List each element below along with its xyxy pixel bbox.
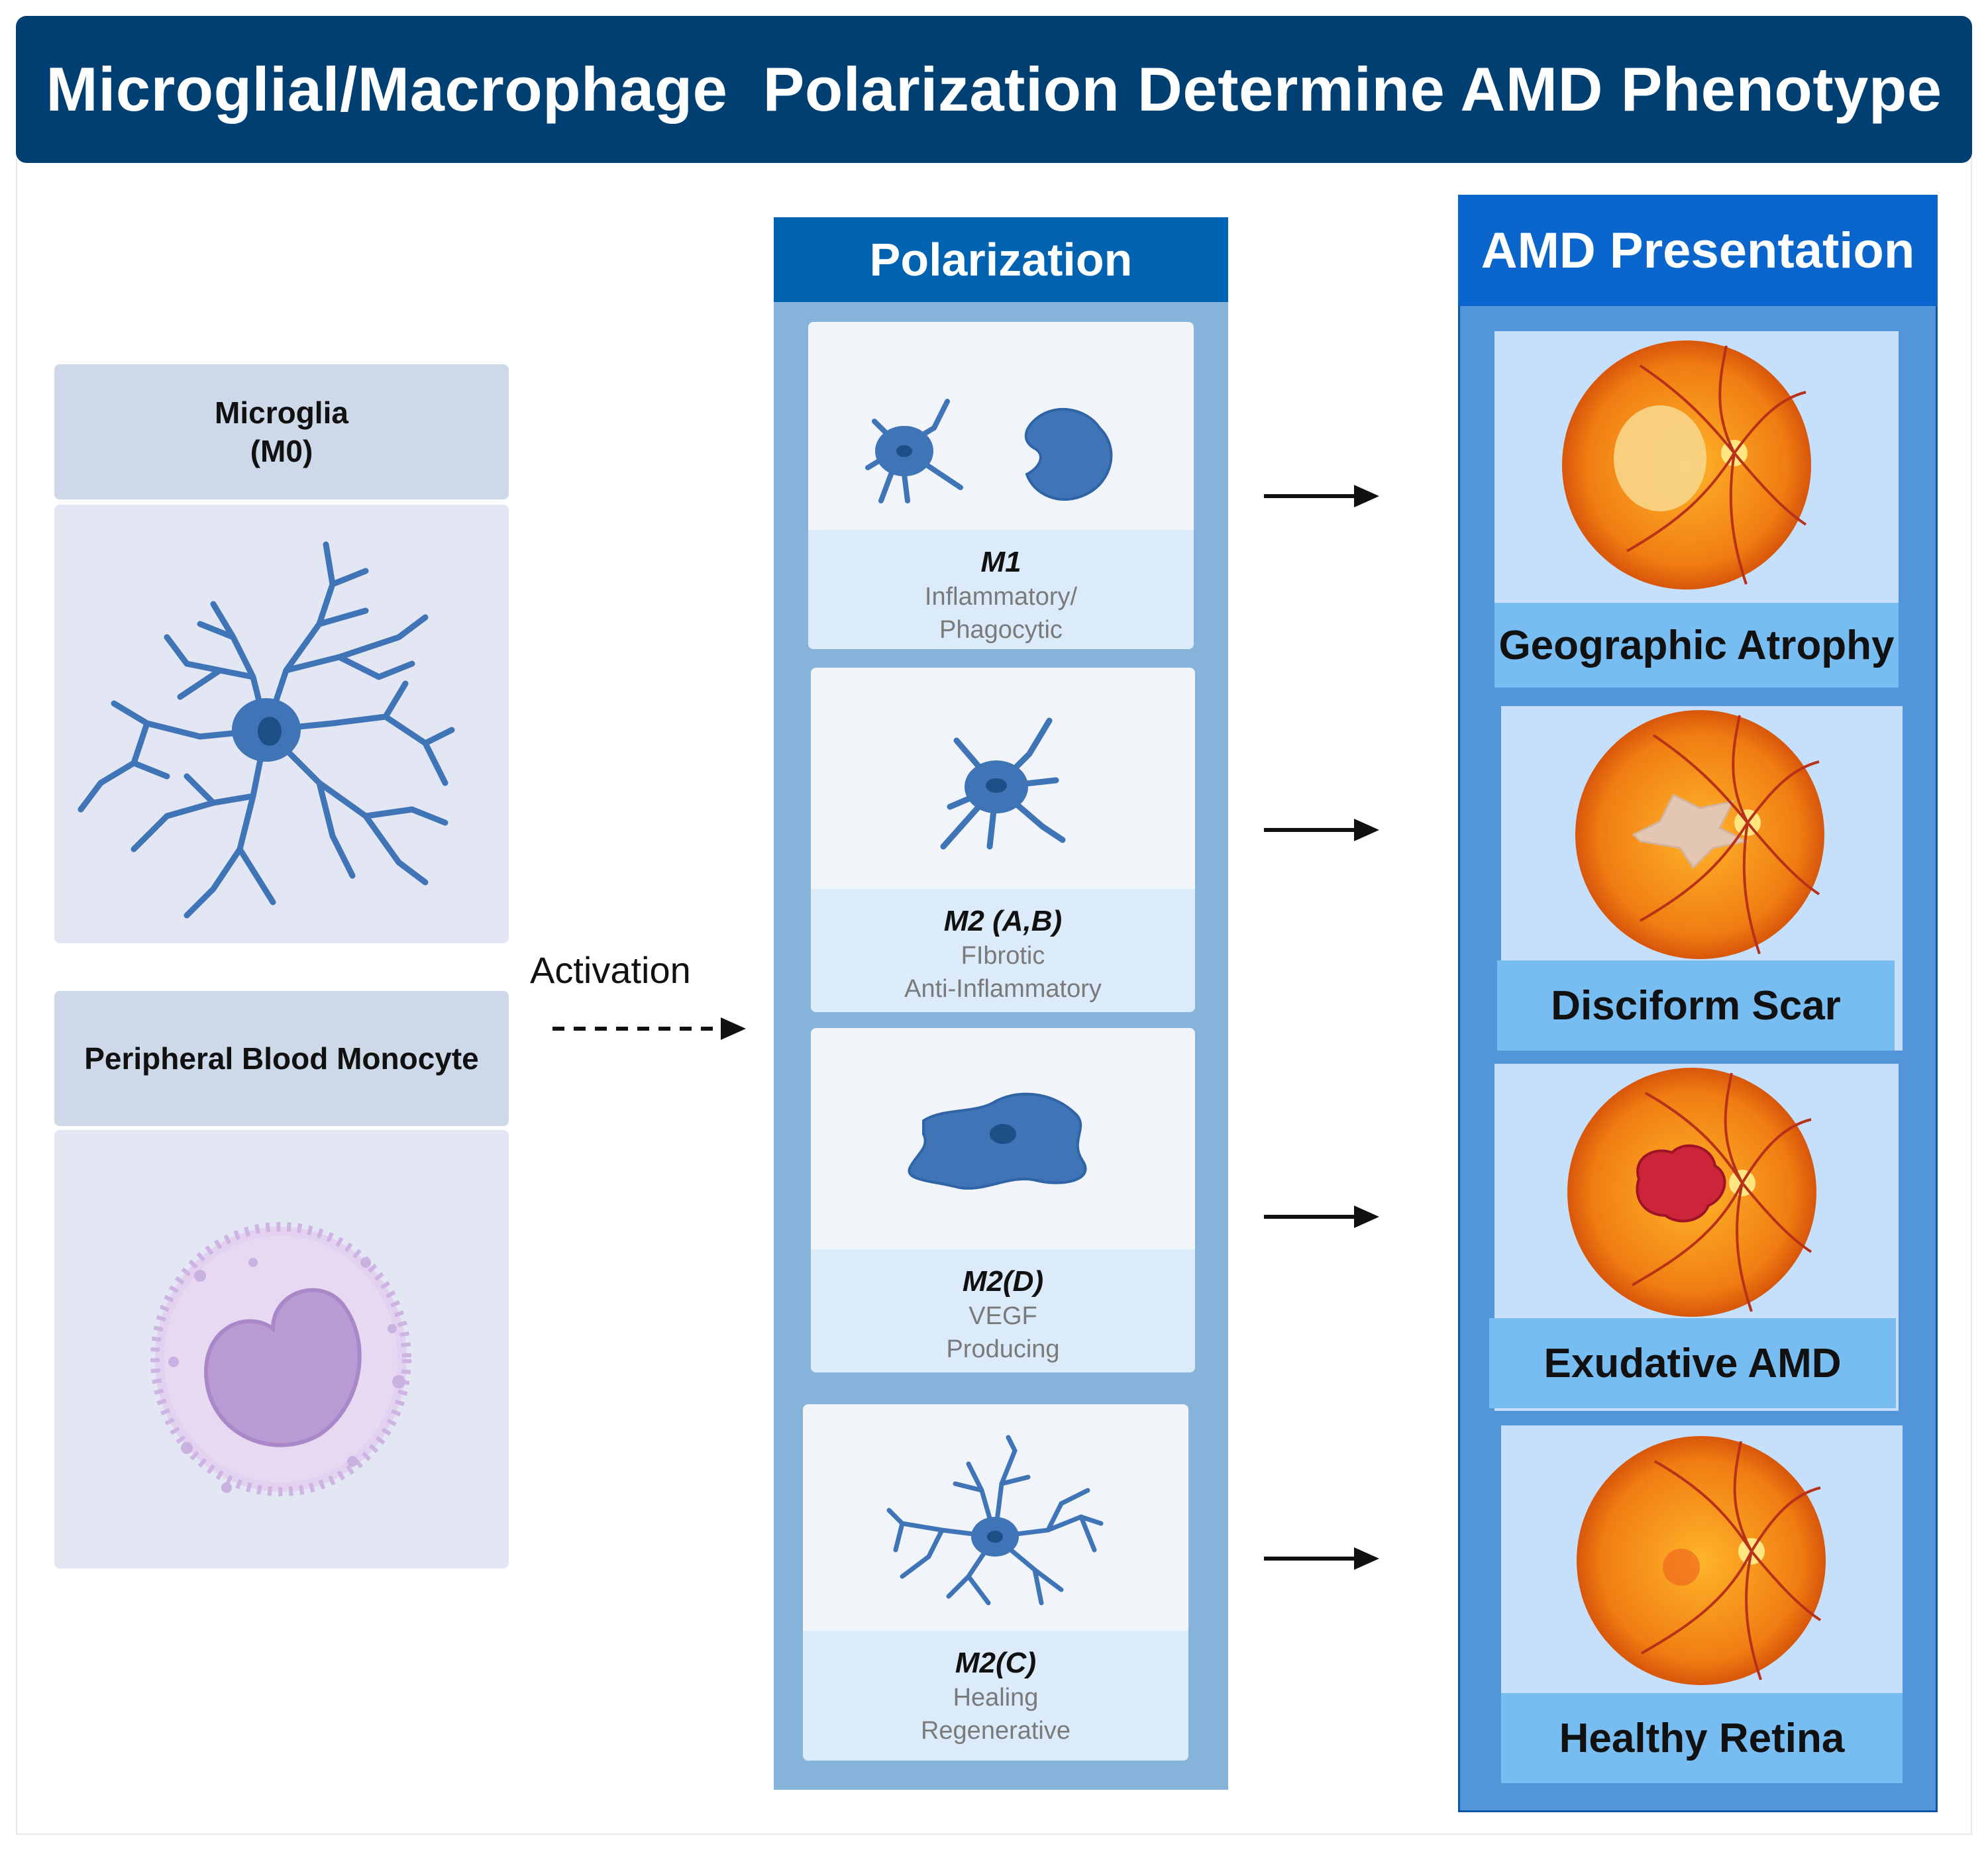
m2ab-desc-line2: Anti-Inflammatory <box>904 975 1102 1003</box>
figure-frame <box>16 99 1972 1835</box>
arrow-m2d-to-exudative-icon <box>1264 1206 1379 1228</box>
microglia-header: Microglia (M0) <box>54 364 509 499</box>
m2ab-desc-line1: FIbrotic <box>961 942 1045 970</box>
m1-name: M1 <box>980 546 1021 578</box>
monocyte-header: Peripheral Blood Monocyte <box>54 991 509 1126</box>
m2d-label: M2(D) VEGF Producing <box>811 1249 1195 1372</box>
retina-healthy-icon <box>1577 1436 1826 1685</box>
microglia-panel <box>54 505 509 943</box>
amd-card-geographic-atrophy: Geographic Atrophy <box>1494 331 1899 688</box>
m2c-cell-icon <box>886 1435 1104 1606</box>
title-bar: Microglial/Macrophage Polarization Deter… <box>16 16 1972 163</box>
polarization-card-m2c: M2(C) Healing Regenerative <box>803 1404 1188 1761</box>
m2d-desc-line1: VEGF <box>968 1302 1037 1330</box>
amd-card-healthy-retina: Healthy Retina <box>1501 1425 1903 1783</box>
amd-label-disciform-scar: Disciform Scar <box>1497 960 1895 1051</box>
m2ab-cell-icon <box>940 717 1066 850</box>
activation-label: Activation <box>530 949 691 991</box>
retina-exudative-amd-icon <box>1567 1068 1816 1317</box>
polarization-card-m2ab: M2 (A,B) FIbrotic Anti-Inflammatory <box>811 668 1195 1012</box>
microglia-cell-icon <box>78 541 455 919</box>
amd-label-healthy-retina: Healthy Retina <box>1501 1693 1903 1783</box>
m1-cells-icon <box>865 399 1113 503</box>
arrow-m2c-to-healthy-icon <box>1264 1547 1379 1570</box>
amd-label-geographic-atrophy: Geographic Atrophy <box>1494 603 1899 688</box>
polarization-card-m2d: M2(D) VEGF Producing <box>811 1028 1195 1372</box>
figure-title: Microglial/Macrophage Polarization Deter… <box>46 54 1942 124</box>
polarization-card-m1: M1 Inflammatory/ Phagocytic <box>808 322 1194 649</box>
m1-desc-line2: Phagocytic <box>939 616 1063 644</box>
retina-geographic-atrophy-icon <box>1562 340 1811 590</box>
arrow-m2ab-to-scar-icon <box>1264 819 1379 841</box>
m2d-cell-icon <box>908 1092 1087 1190</box>
m2d-name: M2(D) <box>962 1265 1044 1298</box>
m1-label: M1 Inflammatory/ Phagocytic <box>808 530 1194 649</box>
arrow-m1-to-ga-icon <box>1264 485 1379 507</box>
amd-header: AMD Presentation <box>1458 195 1938 306</box>
retina-disciform-scar-icon <box>1575 710 1824 959</box>
m2c-name: M2(C) <box>955 1647 1037 1679</box>
m2ab-name: M2 (A,B) <box>943 905 1063 937</box>
m2c-desc-line2: Regenerative <box>920 1717 1071 1745</box>
monocyte-panel <box>54 1130 509 1569</box>
amd-label-exudative-amd: Exudative AMD <box>1489 1318 1896 1408</box>
amd-card-disciform-scar: Disciform Scar <box>1497 706 1903 1051</box>
polarization-header: Polarization <box>774 217 1228 302</box>
amd-card-exudative-amd: Exudative AMD <box>1489 1064 1899 1411</box>
m2c-desc-line1: Healing <box>953 1684 1039 1712</box>
monocyte-cell-icon <box>150 1222 411 1496</box>
m2ab-label: M2 (A,B) FIbrotic Anti-Inflammatory <box>811 889 1195 1012</box>
m1-desc-line1: Inflammatory/ <box>924 583 1078 611</box>
m2c-label: M2(C) Healing Regenerative <box>803 1631 1188 1761</box>
m2d-desc-line2: Producing <box>946 1335 1060 1363</box>
activation-dashed-arrow-icon <box>552 1017 746 1040</box>
